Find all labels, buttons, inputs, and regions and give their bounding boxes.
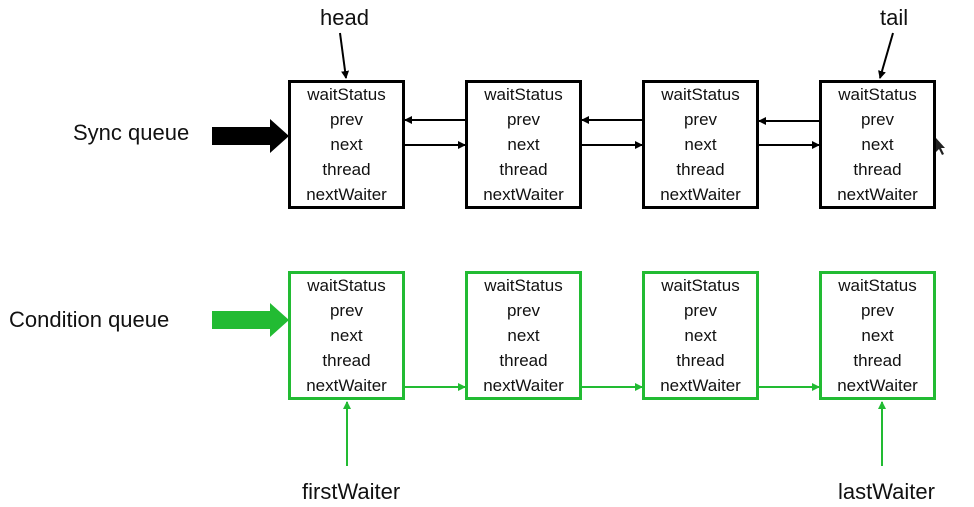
node-field: thread bbox=[499, 160, 548, 179]
node-field: prev bbox=[506, 301, 541, 320]
node-field: thread bbox=[676, 160, 725, 179]
node-field: prev bbox=[329, 110, 364, 129]
node-field: waitStatus bbox=[484, 85, 563, 104]
tail-label: tail bbox=[880, 5, 909, 30]
condition-node-2: waitStatus prev next thread nextWaiter bbox=[465, 271, 582, 400]
node-field: nextWaiter bbox=[483, 376, 564, 395]
sync-node-3: waitStatus prev next thread nextWaiter bbox=[642, 80, 759, 209]
head-pointer-arrow bbox=[339, 32, 350, 79]
node-field: prev bbox=[329, 301, 364, 320]
node-field: prev bbox=[506, 110, 541, 129]
condition-queue-pointer-arrow bbox=[212, 303, 289, 337]
node-field: next bbox=[330, 135, 363, 154]
node-field: nextWaiter bbox=[837, 185, 918, 204]
node-field: waitStatus bbox=[661, 85, 740, 104]
node-field: thread bbox=[322, 160, 371, 179]
sync-queue-pointer-arrow bbox=[212, 119, 289, 153]
node-field: thread bbox=[322, 351, 371, 370]
node-field: nextWaiter bbox=[660, 376, 741, 395]
condition-queue-label: Condition queue bbox=[9, 307, 170, 332]
node-field: next bbox=[330, 326, 363, 345]
condition-node-3: waitStatus prev next thread nextWaiter bbox=[642, 271, 759, 400]
node-field: next bbox=[861, 326, 894, 345]
node-field: nextWaiter bbox=[837, 376, 918, 395]
node-field: waitStatus bbox=[307, 276, 386, 295]
node-field: waitStatus bbox=[838, 85, 917, 104]
node-field: waitStatus bbox=[484, 276, 563, 295]
sync-queue-label: Sync queue bbox=[73, 120, 190, 145]
mouse-cursor-icon bbox=[936, 138, 945, 155]
node-field: thread bbox=[853, 160, 902, 179]
sync-node-1: waitStatus prev next thread nextWaiter bbox=[288, 80, 405, 209]
sync-node-2: waitStatus prev next thread nextWaiter bbox=[465, 80, 582, 209]
node-field: prev bbox=[683, 301, 718, 320]
head-label: head bbox=[320, 5, 369, 30]
node-field: prev bbox=[860, 110, 895, 129]
node-field: next bbox=[861, 135, 894, 154]
last-waiter-label: lastWaiter bbox=[838, 479, 935, 504]
node-field: thread bbox=[676, 351, 725, 370]
node-field: thread bbox=[499, 351, 548, 370]
node-field: nextWaiter bbox=[306, 185, 387, 204]
first-waiter-label: firstWaiter bbox=[302, 479, 401, 504]
node-field: waitStatus bbox=[307, 85, 386, 104]
node-field: prev bbox=[860, 301, 895, 320]
node-field: waitStatus bbox=[838, 276, 917, 295]
condition-node-1: waitStatus prev next thread nextWaiter bbox=[288, 271, 405, 400]
condition-node-4: waitStatus prev next thread nextWaiter bbox=[819, 271, 936, 400]
node-field: thread bbox=[853, 351, 902, 370]
node-field: next bbox=[507, 326, 540, 345]
node-field: next bbox=[507, 135, 540, 154]
node-field: prev bbox=[683, 110, 718, 129]
node-field: nextWaiter bbox=[306, 376, 387, 395]
node-field: waitStatus bbox=[661, 276, 740, 295]
sync-node-4: waitStatus prev next thread nextWaiter bbox=[819, 80, 936, 209]
node-field: nextWaiter bbox=[483, 185, 564, 204]
tail-pointer-arrow bbox=[878, 32, 894, 79]
node-field: next bbox=[684, 326, 717, 345]
node-field: nextWaiter bbox=[660, 185, 741, 204]
node-field: next bbox=[684, 135, 717, 154]
